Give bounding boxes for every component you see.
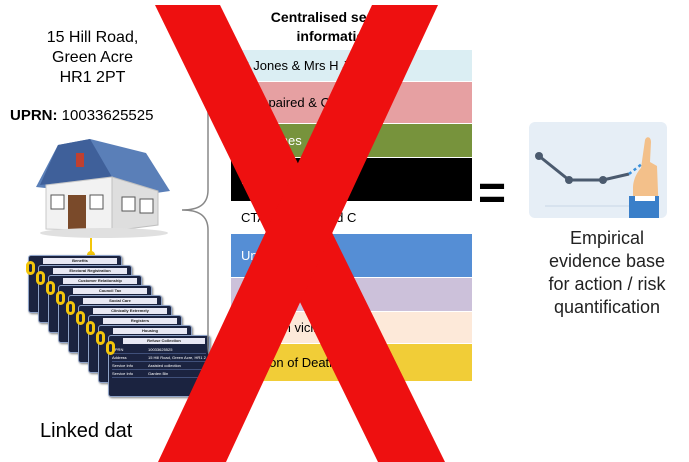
uprn-value: 10033625525 [61,107,154,124]
central-row: d ASB in vicini [231,312,472,344]
chart-hand-icon [529,122,667,218]
chain-link-icon [106,341,115,355]
linked-data-card-label: Benefits [43,258,117,264]
linked-data-card-label: Customer Relationship [63,278,137,284]
front-card-key: Service Info [112,371,134,376]
front-card-key: Service Info [112,363,134,368]
chain-link-icon [36,271,45,285]
central-row: ly Impaired & Care [231,82,472,124]
address-block: 15 Hill Road, Green Acre HR1 2PT [0,28,185,88]
central-row: CTAX Redu Band C [231,202,472,234]
uprn-text: UPRN: 10033625525 [10,107,153,124]
result-text: Empirical evidence base for action / ris… [528,227,686,319]
central-title: Centralised service information [270,9,400,44]
central-row: Hous hand holds [231,158,472,202]
linked-data-card-label: Clinically Extremely [93,308,167,314]
result-line-4: quantification [553,297,661,317]
central-row: stration of Death (Mr [231,344,472,382]
result-line-3: for action / risk [548,274,666,294]
front-card-row: Service Info Garden Bin [112,370,206,378]
chain-link-icon [26,261,35,275]
central-row: Univer (Inco [231,234,472,278]
front-card-key: UPRN [112,347,124,352]
house-icon [36,139,170,238]
address-line-3: HR1 2PT [59,69,126,86]
central-row: B Jones & Mrs H Jones [231,50,472,82]
central-row: A collec [231,278,472,312]
front-card-value: Garden Bin [148,371,169,376]
result-line-2: evidence base [548,251,666,271]
uprn-label: UPRN: [10,107,58,124]
linked-data-card-label: Electoral Registration [53,268,127,274]
central-row: C H Jones [231,124,472,158]
linked-data-card-label: Housing [113,328,187,334]
chain-link-icon [66,301,75,315]
equals-sign: = [478,167,507,220]
chain-link-icon [76,311,85,325]
linked-data-card-label: Social Care [83,298,157,304]
chain-link-icon [96,331,105,345]
chain-link-icon [56,291,65,305]
chain-link-icon [46,281,55,295]
linked-data-card-label: Registers [103,318,177,324]
linked-data-card-label: Council Tax [73,288,147,294]
chain-link-icon [86,321,95,335]
brace-icon [181,83,229,365]
result-line-1: Empirical [569,228,644,248]
address-line-2: Green Acre [52,49,133,66]
linked-data-label: Linked dat [40,420,133,442]
front-card-key: Address [112,355,127,360]
address-line-1: 15 Hill Road, [46,29,139,46]
